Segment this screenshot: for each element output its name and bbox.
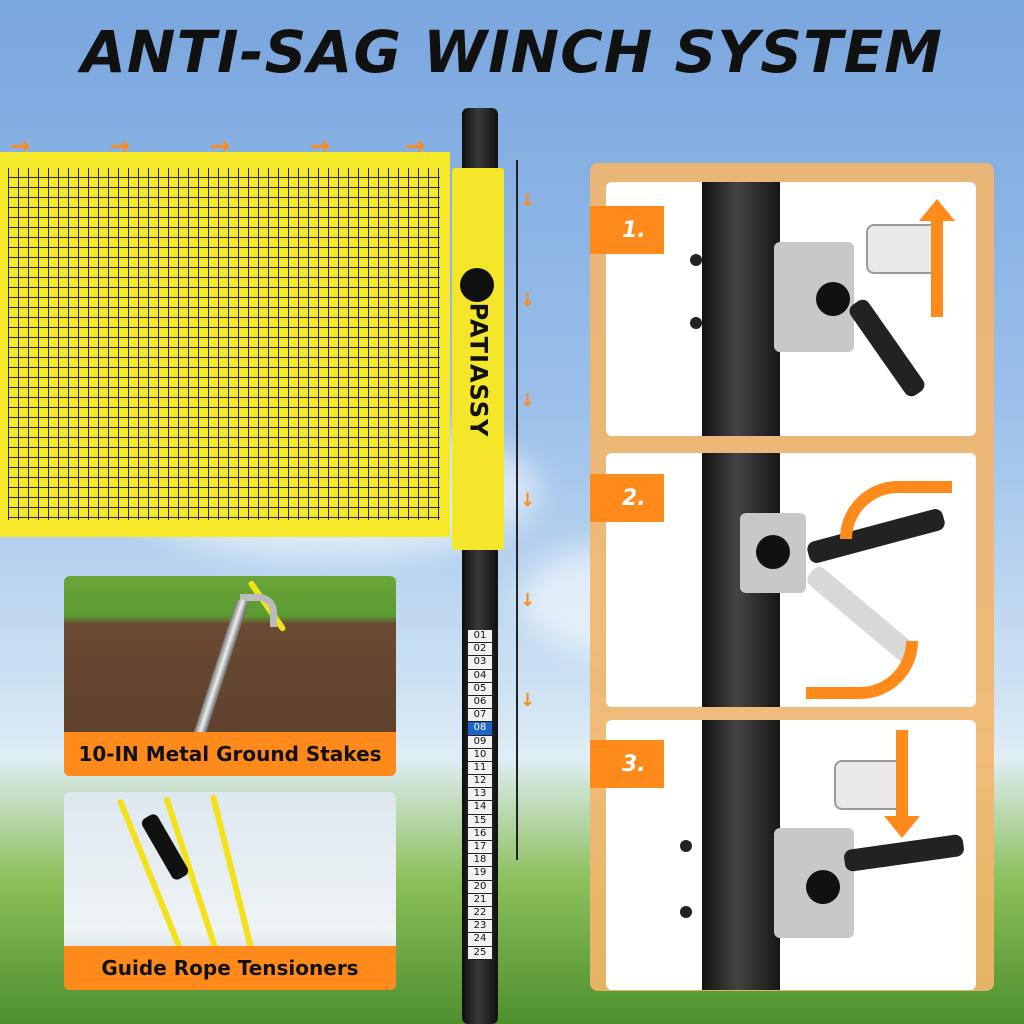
- scale-mark: 01: [468, 630, 492, 644]
- scale-mark: 17: [468, 841, 492, 855]
- step-1-tag: 1.: [590, 206, 664, 254]
- scale-mark: 06: [468, 695, 492, 710]
- pole-closeup: [702, 182, 780, 436]
- brand-label: PATIASSY: [452, 270, 504, 470]
- scale-mark: 15: [468, 814, 492, 828]
- winch-handle: [843, 833, 965, 873]
- bolt: [690, 317, 702, 329]
- scale-mark: 03: [468, 656, 492, 670]
- arrow-down-icon: ↓: [520, 290, 536, 311]
- scale-mark: 11: [468, 761, 492, 776]
- page-title: ANTI-SAG WINCH SYSTEM: [81, 18, 943, 86]
- bolt: [690, 254, 702, 266]
- winch-gear-icon: [806, 870, 840, 904]
- step-2-panel: [606, 453, 976, 707]
- brand-logo-icon: [460, 268, 494, 302]
- winch-gear-icon: [816, 282, 850, 316]
- arrow-down-icon: [884, 730, 920, 838]
- ground-stake-caption: 10-IN Metal Ground Stakes: [64, 732, 396, 776]
- volleyball-net: [0, 152, 450, 537]
- scale-mark: 18: [468, 854, 492, 868]
- bolt: [680, 906, 692, 918]
- scale-mark: 12: [468, 775, 492, 789]
- scale-mark: 22: [468, 906, 492, 921]
- metal-stake-icon: [191, 597, 249, 745]
- guide-rope: [516, 160, 518, 860]
- net-mesh: [8, 168, 440, 520]
- arrow-down-icon: ↓: [520, 490, 536, 511]
- winch-gear-icon: [756, 535, 790, 569]
- rotate-arrow-icon: [840, 481, 952, 539]
- step-2-tag: 2.: [590, 474, 664, 522]
- rope-tensioner-feature: Guide Rope Tensioners: [64, 792, 396, 990]
- step-3-tag: 3.: [590, 740, 664, 788]
- scale-mark: 04: [468, 669, 492, 683]
- bolt: [680, 840, 692, 852]
- scale-mark: 25: [468, 946, 492, 960]
- pole-sleeve: [452, 168, 504, 550]
- scale-mark: 19: [468, 867, 492, 881]
- scale-mark: 09: [468, 735, 492, 749]
- step-1-panel: [606, 182, 976, 436]
- scale-mark: 16: [468, 827, 492, 841]
- scale-mark: 10: [468, 748, 492, 762]
- scale-mark: 14: [468, 801, 492, 815]
- rope-tensioner-caption: Guide Rope Tensioners: [64, 946, 396, 990]
- rotate-arrow-icon: [806, 641, 918, 699]
- scale-mark: 02: [468, 643, 492, 657]
- winch-handle: [846, 296, 928, 400]
- stake-hook: [240, 594, 277, 627]
- brand-name: PATIASSY: [464, 302, 492, 438]
- zoom-detail: [866, 224, 940, 274]
- step-3-panel: [606, 720, 976, 990]
- arrow-down-icon: ↓: [520, 390, 536, 411]
- arrow-down-icon: ↓: [520, 190, 536, 211]
- scale-mark: 24: [468, 933, 492, 947]
- scale-mark: 08: [468, 722, 492, 736]
- arrow-down-icon: ↓: [520, 590, 536, 611]
- scale-mark: 13: [468, 788, 492, 802]
- scale-mark: 05: [468, 682, 492, 696]
- zoom-detail: [834, 760, 908, 810]
- scale-mark: 20: [468, 880, 492, 894]
- arrow-up-icon: [919, 199, 955, 317]
- arrow-down-icon: ↓: [520, 690, 536, 711]
- pole-closeup: [702, 720, 780, 990]
- ground-stake-feature: 10-IN Metal Ground Stakes: [64, 576, 396, 776]
- scale-mark: 23: [468, 920, 492, 934]
- scale-mark: 21: [468, 893, 492, 907]
- scale-mark: 07: [468, 709, 492, 723]
